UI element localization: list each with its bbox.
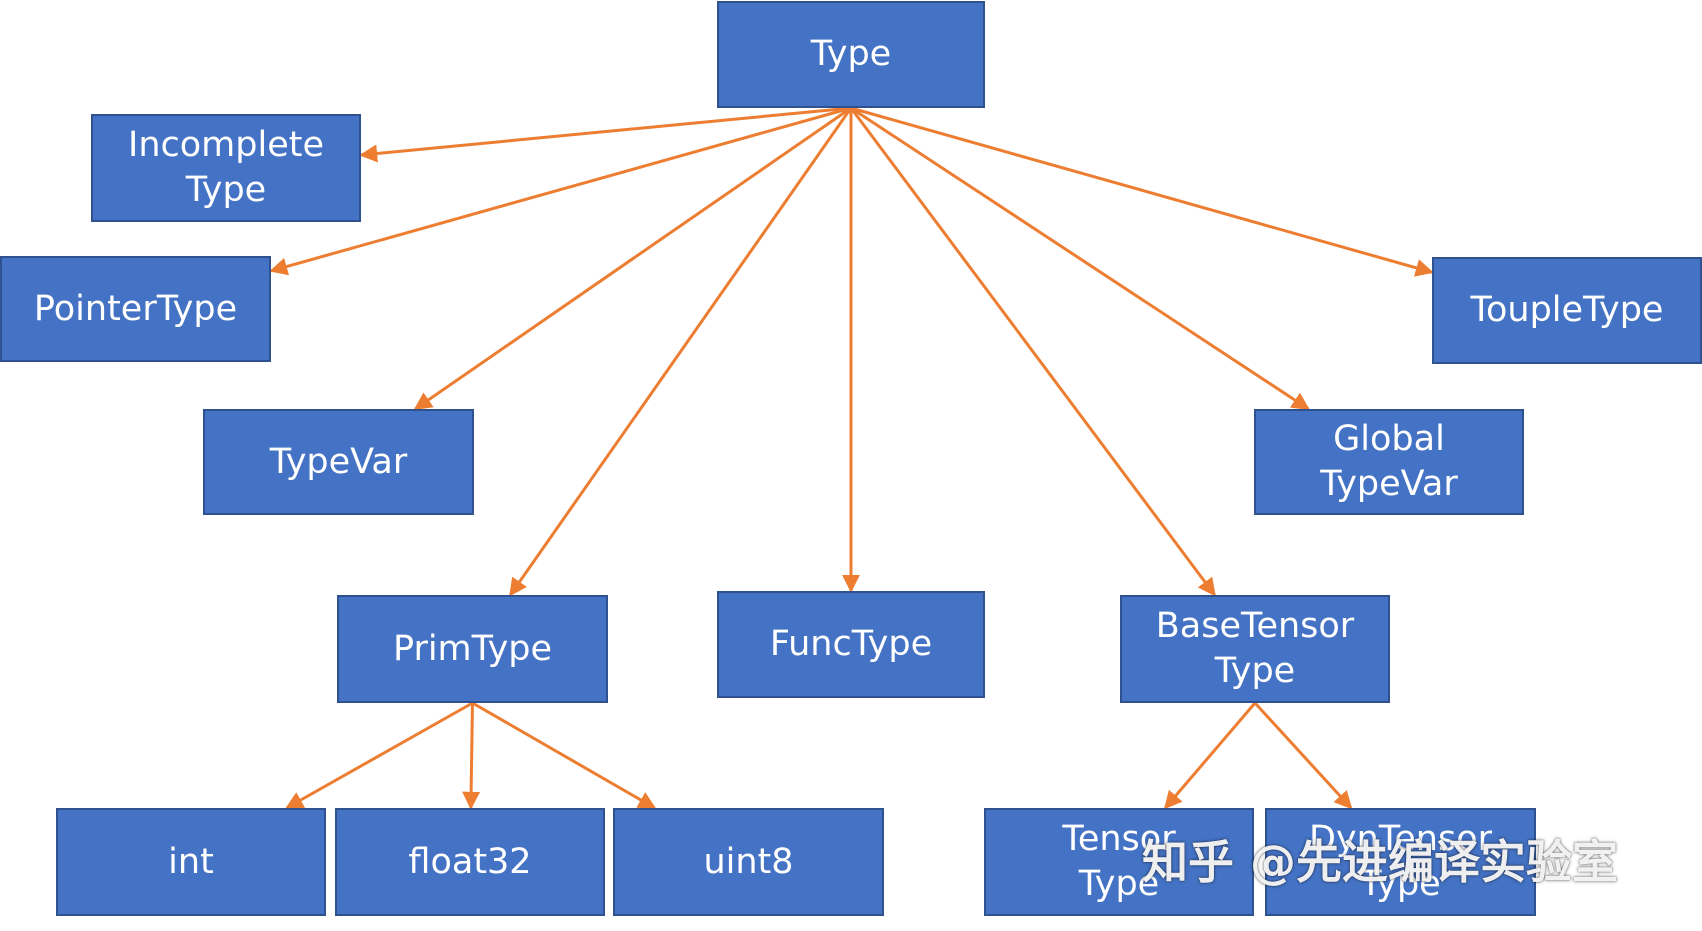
- node-type: Type: [717, 1, 985, 108]
- edge-type-to-pointer-type: [269, 106, 852, 276]
- node-int: int: [56, 808, 326, 916]
- node-uint8: uint8: [613, 808, 884, 916]
- edge-base-tensor-type-to-dyn-tensor-type: [1253, 701, 1353, 810]
- node-touple-type: ToupleType: [1432, 257, 1702, 364]
- node-pointer-type: PointerType: [0, 256, 271, 362]
- node-uint8-label: uint8: [703, 841, 794, 882]
- watermark: 知乎 @先进编译实验室: [1142, 835, 1619, 889]
- node-type-var-label: TypeVar: [269, 441, 408, 482]
- node-tensor-type: Tensor Type: [984, 808, 1254, 916]
- edge-type-to-touple-type: [850, 106, 1434, 277]
- node-dyn-tensor-type-label: DynTensor Type: [1308, 819, 1493, 904]
- node-incomplete-type: Incomplete Type: [91, 114, 361, 222]
- node-dyn-tensor-type: DynTensor Type: [1265, 808, 1536, 916]
- node-global-type-var-label: Global TypeVar: [1320, 419, 1458, 504]
- node-type-var: TypeVar: [203, 409, 474, 515]
- node-global-type-var: Global TypeVar: [1254, 409, 1524, 515]
- edge-type-to-global-type-var: [850, 106, 1310, 411]
- node-func-type-label: FuncType: [769, 624, 933, 664]
- node-float32: float32: [335, 808, 605, 916]
- node-prim-type-label: PrimType: [392, 628, 553, 669]
- edge-base-tensor-type-to-tensor-type: [1164, 702, 1257, 810]
- edge-type-to-type-var: [413, 106, 852, 411]
- edge-type-to-prim-type: [509, 107, 853, 597]
- node-prim-type: PrimType: [337, 595, 608, 703]
- edge-type-to-base-tensor-type: [849, 107, 1216, 597]
- node-int-label: int: [168, 841, 214, 882]
- node-pointer-type-label: PointerType: [33, 288, 238, 329]
- edge-prim-type-to-int: [285, 701, 474, 810]
- node-tensor-type-label: Tensor Type: [1062, 819, 1176, 904]
- node-incomplete-type-label: Incomplete Type: [128, 125, 324, 210]
- node-float32-label: float32: [408, 841, 532, 882]
- edge-type-to-incomplete-type: [359, 106, 852, 163]
- node-base-tensor-type-label: BaseTensor Type: [1155, 606, 1355, 691]
- edge-prim-type-to-uint8: [471, 701, 657, 810]
- node-type-label: Type: [810, 34, 892, 74]
- node-base-tensor-type: BaseTensor Type: [1120, 595, 1390, 703]
- node-touple-type-label: ToupleType: [1470, 290, 1664, 330]
- edge-prim-type-to-float32: [462, 702, 481, 810]
- node-func-type: FuncType: [717, 591, 985, 698]
